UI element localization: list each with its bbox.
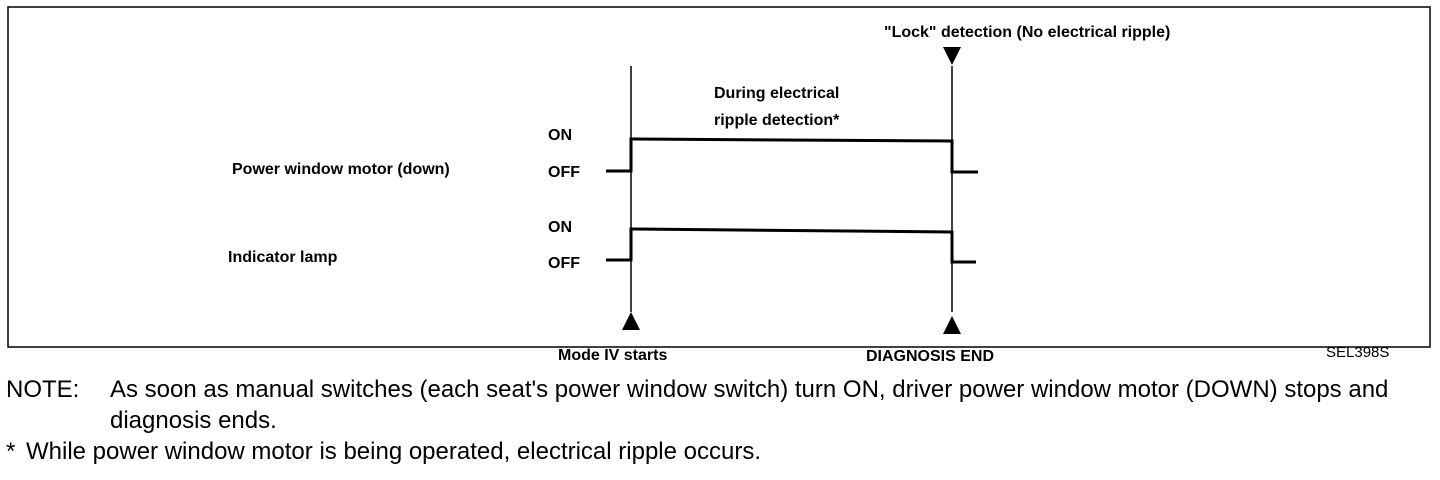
motor-on-label: ON	[548, 127, 572, 144]
footnote: * While power window motor is being oper…	[6, 436, 1432, 467]
motor-signal-label: Power window motor (down)	[232, 161, 450, 178]
lamp-off-label: OFF	[548, 255, 580, 272]
note: NOTE: As soon as manual switches (each s…	[6, 374, 1432, 436]
diagram-frame	[7, 6, 1431, 348]
footnote-text: While power window motor is being operat…	[26, 438, 761, 465]
diagnosis-end-up-triangle-icon	[943, 316, 961, 334]
lamp-on-label: ON	[548, 219, 572, 236]
lock-detection-down-triangle-icon	[943, 47, 961, 65]
lamp-waveform	[606, 227, 976, 264]
note-text: As soon as manual switches (each seat's …	[110, 376, 1389, 434]
mode-start-label: Mode IV starts	[558, 347, 667, 364]
footnote-mark: *	[6, 438, 16, 465]
motor-off-label: OFF	[548, 164, 580, 181]
timing-diagram: "Lock" detection (No electrical ripple) …	[7, 6, 1431, 365]
lamp-signal-label: Indicator lamp	[228, 249, 338, 266]
figure-code: SEL398S	[1326, 344, 1389, 361]
diagnosis-end-label: DIAGNOSIS END	[866, 348, 994, 365]
lock-detection-label: "Lock" detection (No electrical ripple)	[884, 24, 1170, 41]
mode-start-up-triangle-icon	[622, 312, 640, 330]
ripple-detection-label-line1: During electrical	[714, 85, 839, 102]
motor-waveform	[606, 137, 978, 174]
note-prefix: NOTE:	[6, 376, 80, 403]
notes-section: NOTE: As soon as manual switches (each s…	[6, 374, 1432, 467]
ripple-detection-label-line2: ripple detection*	[714, 112, 840, 129]
